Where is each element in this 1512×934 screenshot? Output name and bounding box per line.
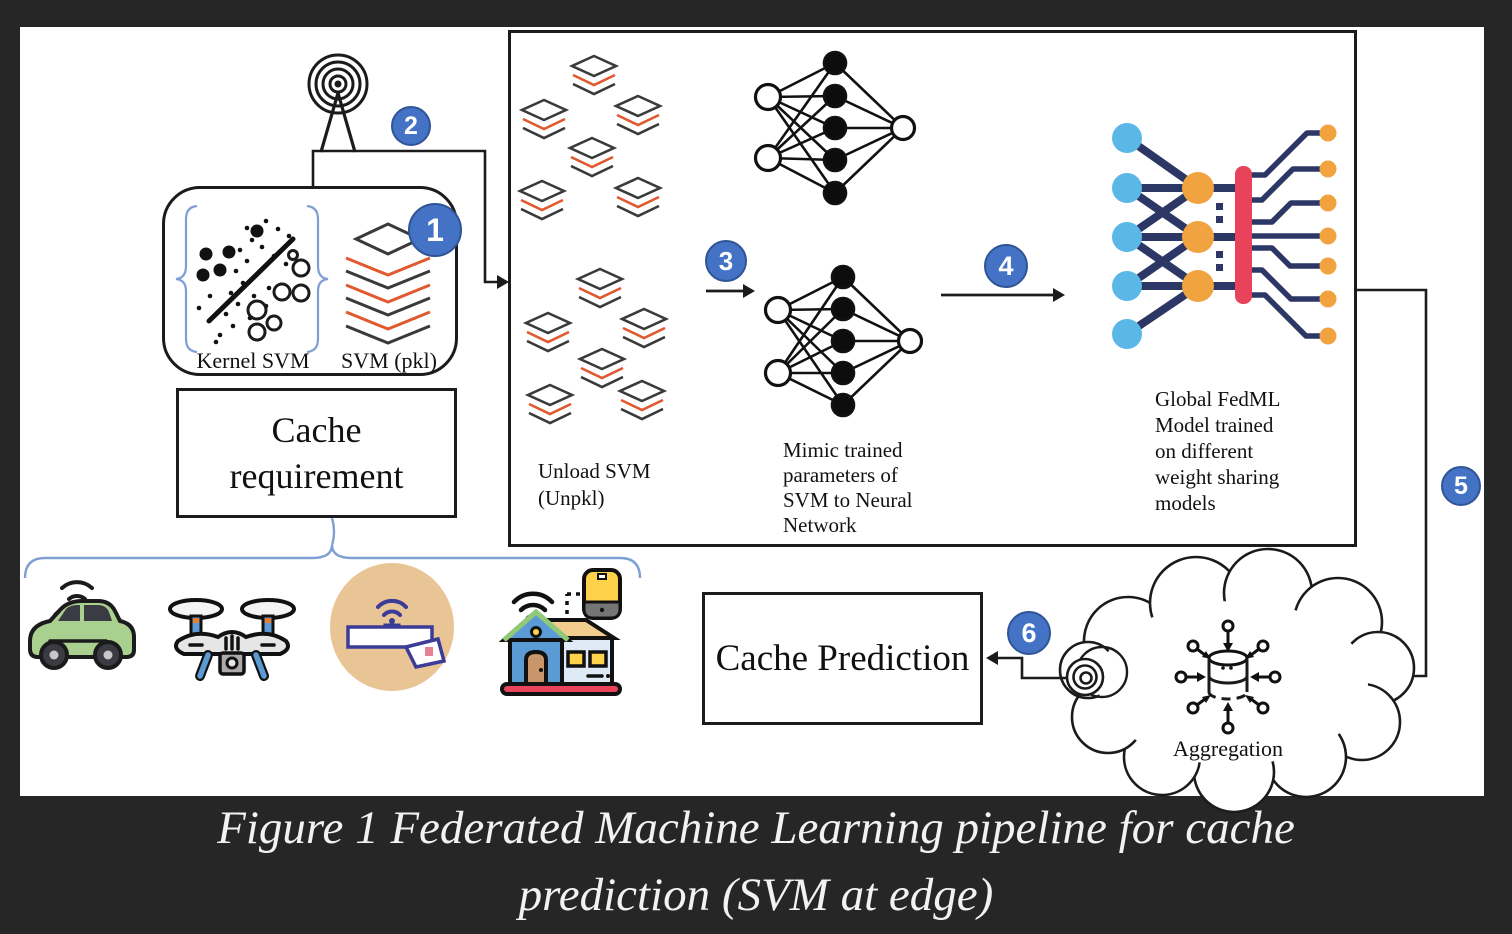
cache-prediction-label: Cache Prediction	[715, 638, 970, 679]
figure-caption: Figure 1 Federated Machine Learning pipe…	[0, 795, 1512, 929]
step-badge-6: 6	[1007, 611, 1051, 655]
cache-requirement-box: Cache requirement	[176, 388, 457, 518]
step-badge-1: 1	[408, 203, 462, 257]
svm-pkl-label: SVM (pkl)	[341, 348, 437, 373]
step-badge-3: 3	[705, 240, 747, 282]
fedml-label: Global FedML Model trained on different …	[1155, 387, 1281, 515]
aggregation-label: Aggregation	[1173, 736, 1283, 761]
unload-svm-label: Unload SVM (Unpkl)	[538, 459, 651, 510]
kernel-svm-label: Kernel SVM	[196, 348, 310, 373]
cache-prediction-box: Cache Prediction	[702, 592, 983, 725]
cache-requirement-label: Cache requirement	[229, 410, 404, 496]
figure-caption-line1: Figure 1 Federated Machine Learning pipe…	[217, 802, 1295, 854]
figure-caption-line2: prediction (SVM at edge)	[518, 869, 994, 921]
pipeline-box	[508, 30, 1357, 547]
mimic-label: Mimic trained parameters of SVM to Neura…	[783, 438, 913, 537]
step-badge-2: 2	[391, 106, 431, 146]
step-badge-5: 5	[1441, 466, 1481, 506]
step-badge-4: 4	[984, 244, 1028, 288]
